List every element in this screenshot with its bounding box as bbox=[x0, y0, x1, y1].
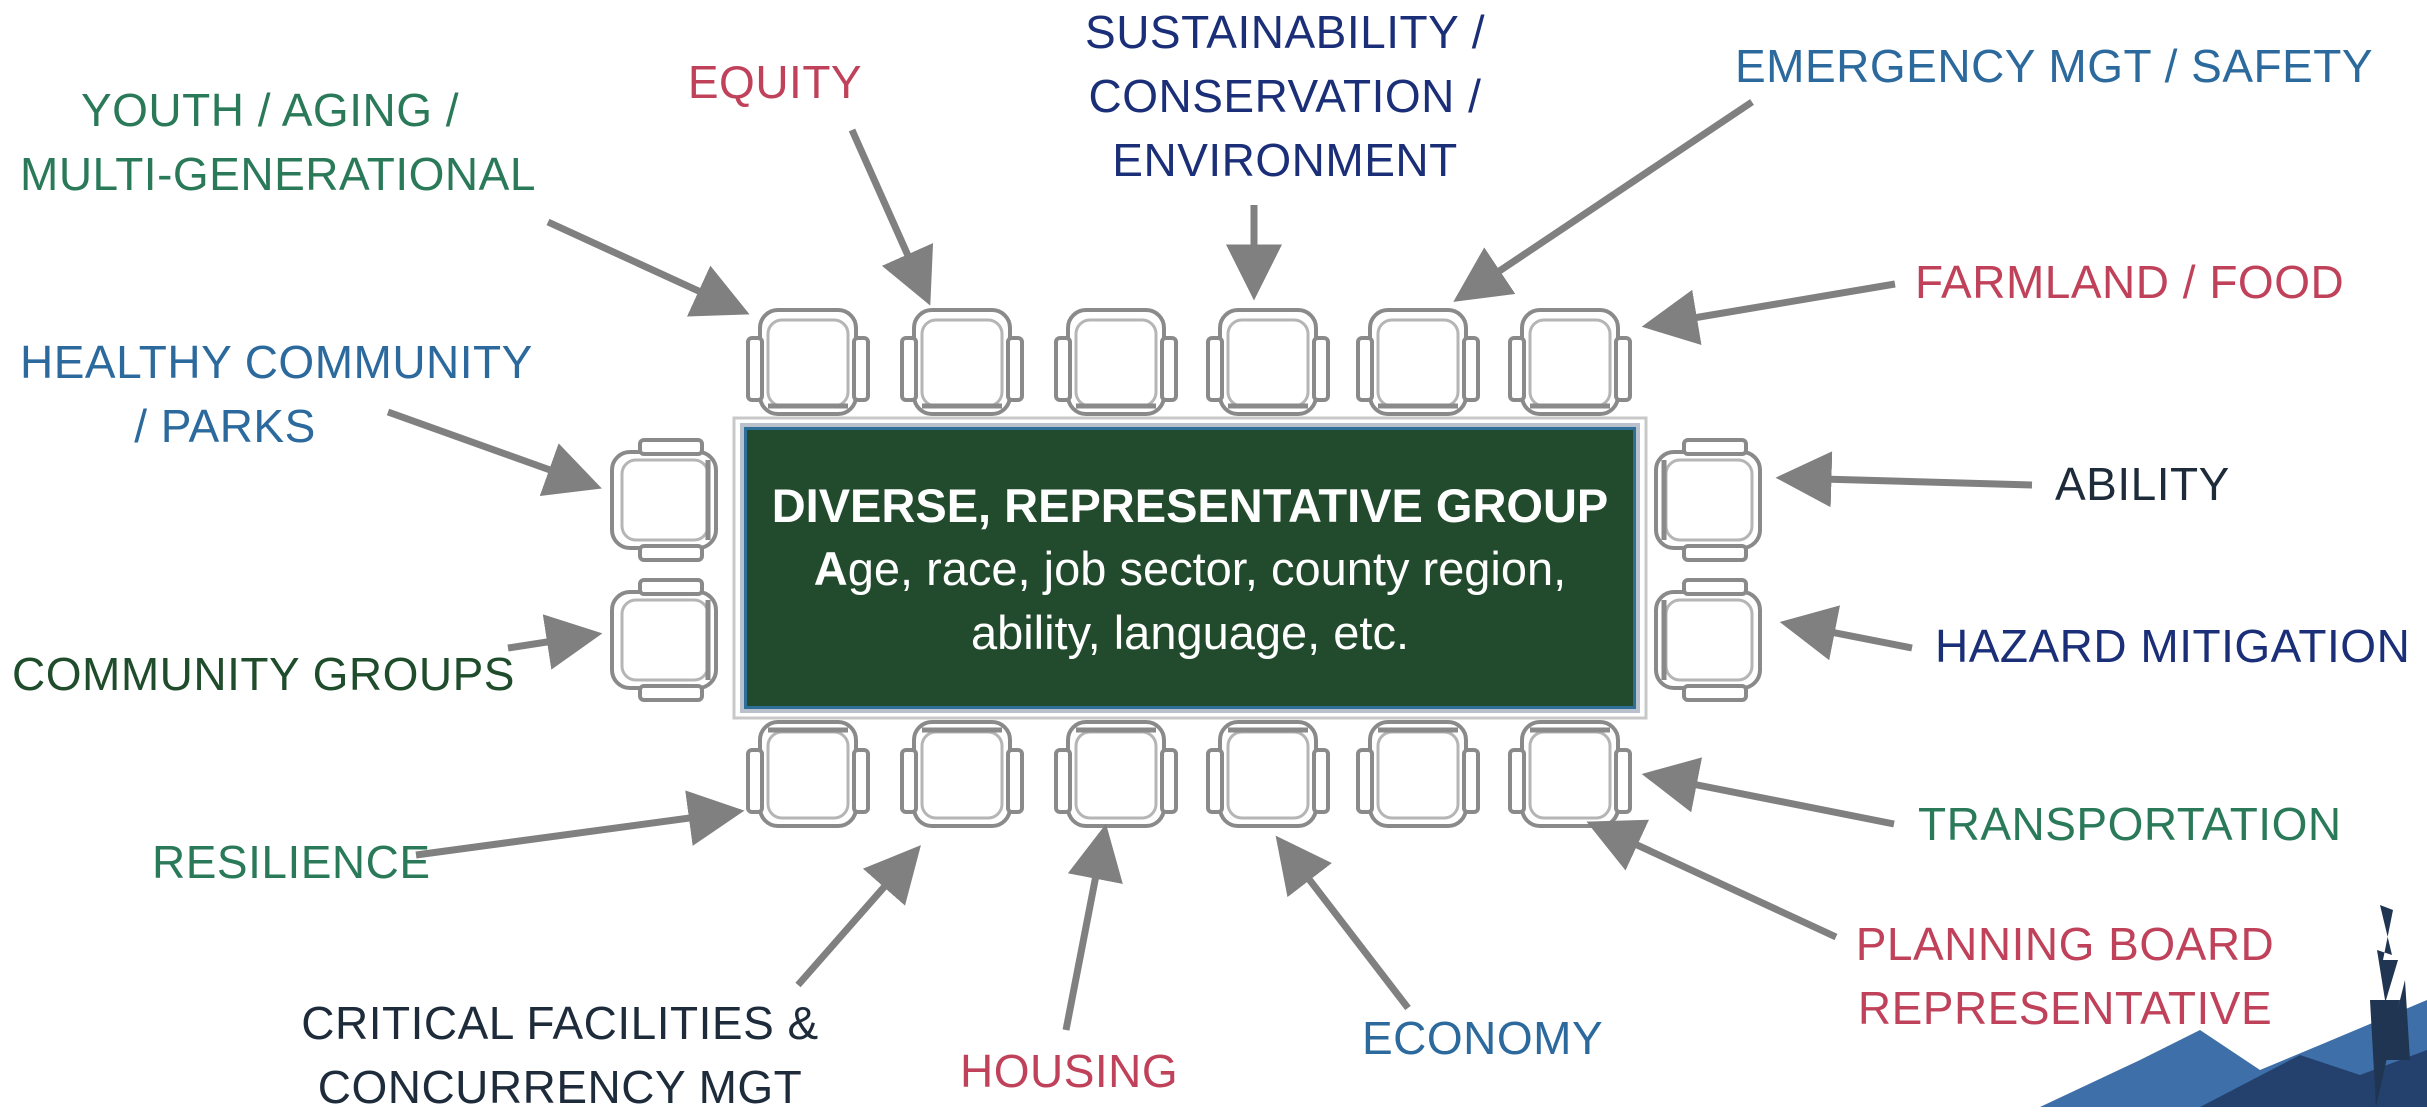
chair-top-3 bbox=[1054, 308, 1178, 416]
arrow-critical bbox=[795, 845, 921, 988]
arrow-transportation bbox=[1641, 757, 1895, 828]
board-desc-line2: ability, language, etc. bbox=[970, 606, 1410, 659]
arrow-emergency bbox=[1453, 99, 1754, 302]
arrow-community-groups bbox=[507, 614, 603, 670]
chair-top-1 bbox=[746, 308, 870, 416]
label-sustainability: SUSTAINABILITY / CONSERVATION / ENVIRONM… bbox=[1050, 0, 1520, 192]
label-sustainability-line1: SUSTAINABILITY / bbox=[1085, 6, 1485, 58]
label-ability-line1: ABILITY bbox=[2055, 458, 2230, 510]
label-economy-line1: ECONOMY bbox=[1362, 1012, 1604, 1064]
central-table-board: DIVERSE, REPRESENTATIVE GROUP Age, race,… bbox=[740, 423, 1640, 713]
chair-top-5 bbox=[1356, 308, 1480, 416]
label-transportation: TRANSPORTATION bbox=[1918, 792, 2342, 856]
label-planning-board: PLANNING BOARD REPRESENTATIVE bbox=[1840, 912, 2290, 1040]
label-healthy-community: HEALTHY COMMUNITY / PARKS bbox=[20, 330, 533, 458]
label-ability: ABILITY bbox=[2055, 452, 2230, 516]
arrows-group bbox=[386, 99, 2033, 1031]
label-community-groups: COMMUNITY GROUPS bbox=[12, 642, 515, 706]
label-youth-line1: YOUTH / AGING / bbox=[80, 84, 460, 136]
board-desc-first-letter: A bbox=[813, 542, 848, 595]
chair-top-4 bbox=[1206, 308, 1330, 416]
label-hazard-mitigation: HAZARD MITIGATION bbox=[1935, 614, 2410, 678]
label-housing-line1: HOUSING bbox=[960, 1045, 1179, 1097]
arrow-farmland bbox=[1641, 280, 1896, 346]
label-housing: HOUSING bbox=[960, 1039, 1178, 1103]
label-resilience-line1: RESILIENCE bbox=[152, 836, 431, 888]
label-planning-line2: REPRESENTATIVE bbox=[1857, 982, 2273, 1034]
label-healthy-line1: HEALTHY COMMUNITY bbox=[20, 336, 533, 388]
label-healthy-line2: / PARKS bbox=[134, 400, 316, 452]
chair-left-1 bbox=[610, 438, 718, 562]
arrow-resilience bbox=[415, 790, 745, 859]
label-critical-facilities: CRITICAL FACILITIES & CONCURRENCY MGT bbox=[300, 991, 820, 1119]
chair-bottom-6 bbox=[1508, 720, 1632, 828]
label-sustainability-line3: ENVIRONMENT bbox=[1112, 134, 1458, 186]
arrow-hazard bbox=[1779, 605, 1913, 661]
board-title: DIVERSE, REPRESENTATIVE GROUP bbox=[771, 479, 1609, 532]
label-resilience: RESILIENCE bbox=[152, 830, 431, 894]
label-hazard-line1: HAZARD MITIGATION bbox=[1935, 620, 2411, 672]
arrow-housing bbox=[1062, 823, 1123, 1031]
label-youth-aging: YOUTH / AGING / MULTI-GENERATIONAL bbox=[20, 78, 536, 206]
label-economy: ECONOMY bbox=[1362, 1006, 1603, 1070]
chair-top-6 bbox=[1508, 308, 1632, 416]
board-desc-line1: ge, race, job sector, county region, bbox=[847, 542, 1567, 595]
chair-bottom-3 bbox=[1054, 720, 1178, 828]
label-farmland-line1: FARMLAND / FOOD bbox=[1915, 256, 2345, 308]
chair-bottom-1 bbox=[746, 720, 870, 828]
table-frame bbox=[732, 416, 1648, 720]
arrow-ability bbox=[1775, 451, 2033, 508]
chair-top-2 bbox=[900, 308, 1024, 416]
label-equity-line1: EQUITY bbox=[687, 56, 863, 108]
label-critical-line1: CRITICAL FACILITIES & bbox=[301, 997, 819, 1049]
arrow-planning bbox=[1586, 819, 1838, 941]
label-transportation-line1: TRANSPORTATION bbox=[1918, 798, 2342, 850]
label-emergency-line1: EMERGENCY MGT / SAFETY bbox=[1735, 40, 2374, 92]
label-critical-line2: CONCURRENCY MGT bbox=[317, 1061, 803, 1113]
label-farmland: FARMLAND / FOOD bbox=[1915, 250, 2344, 314]
label-community-groups-line1: COMMUNITY GROUPS bbox=[12, 648, 515, 700]
chair-bottom-4 bbox=[1206, 720, 1330, 828]
chairs-group bbox=[610, 308, 1762, 828]
label-planning-line1: PLANNING BOARD bbox=[1855, 918, 2275, 970]
board-description: Age, race, job sector, county region, abi… bbox=[744, 537, 1636, 665]
chair-right-2 bbox=[1654, 578, 1762, 702]
chair-bottom-2 bbox=[900, 720, 1024, 828]
chair-bottom-5 bbox=[1356, 720, 1480, 828]
label-youth-line2: MULTI-GENERATIONAL bbox=[20, 148, 536, 200]
chair-right-1 bbox=[1654, 438, 1762, 562]
label-equity: EQUITY bbox=[660, 50, 890, 114]
label-emergency: EMERGENCY MGT / SAFETY bbox=[1735, 34, 2373, 98]
mountain-logo bbox=[2040, 905, 2427, 1107]
label-sustainability-line2: CONSERVATION / bbox=[1088, 70, 1482, 122]
chair-left-2 bbox=[610, 578, 718, 702]
arrow-economy bbox=[1275, 835, 1411, 1011]
arrow-healthy bbox=[386, 408, 602, 497]
arrow-equity bbox=[848, 128, 934, 306]
arrow-youth bbox=[546, 218, 750, 317]
